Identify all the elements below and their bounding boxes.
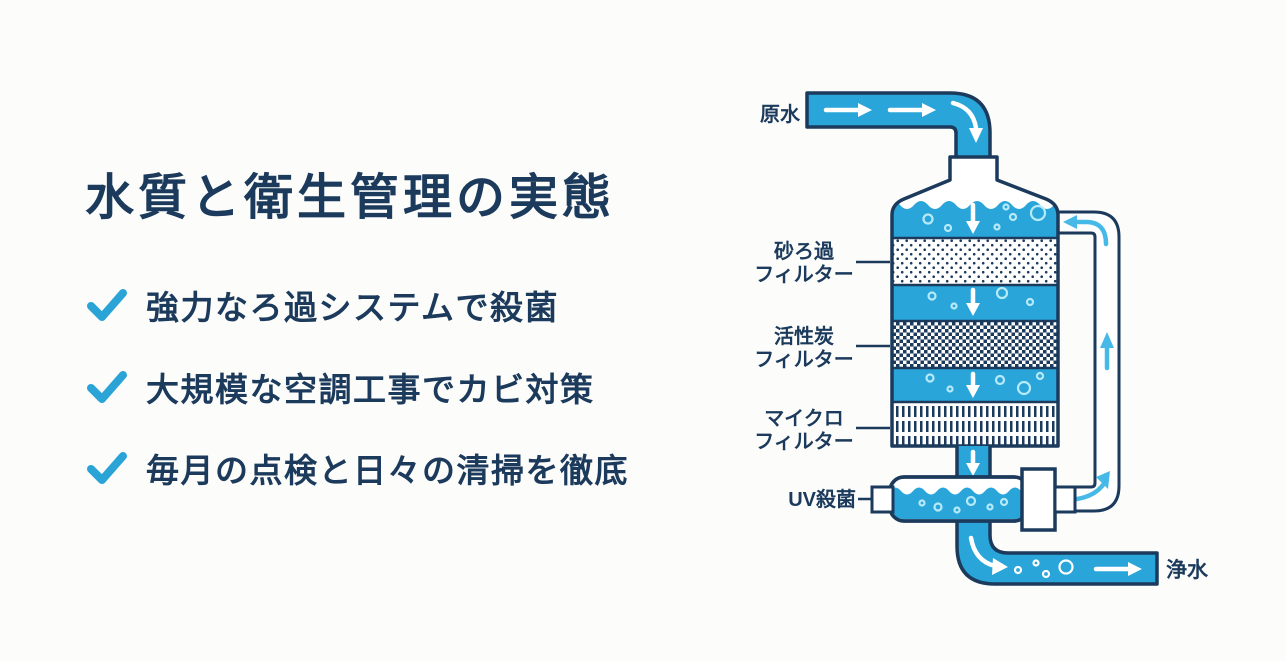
check-icon bbox=[87, 371, 127, 403]
bullet-label: 強力なろ過システムで殺菌 bbox=[146, 289, 560, 326]
carbon-filter-layer bbox=[892, 321, 1058, 368]
downflow-arrows bbox=[966, 202, 980, 398]
inlet-flow-arrows bbox=[823, 100, 983, 143]
diagram-labels: 原水 砂ろ過 フィルター 活性炭 フィルター マイクロ フィルター UV殺菌 浄… bbox=[754, 103, 1209, 582]
bullet-item-filtration: 強力なろ過システムで殺菌 bbox=[87, 281, 559, 329]
label-micro-filter-line2: フィルター bbox=[754, 430, 854, 453]
bubbles bbox=[922, 203, 1047, 396]
layer-separators bbox=[892, 236, 1058, 404]
outlet-bubbles bbox=[1013, 559, 1074, 579]
raw-water-inlet-pipe bbox=[805, 91, 992, 162]
uv-right-connector bbox=[1020, 467, 1057, 532]
uv-left-connector bbox=[870, 485, 895, 514]
filtration-tank bbox=[890, 155, 1060, 448]
label-sand-filter-line1: 砂ろ過 bbox=[774, 240, 835, 263]
check-icon bbox=[87, 289, 127, 321]
label-carbon-filter-line1: 活性炭 bbox=[774, 325, 834, 348]
micro-filter-layer bbox=[892, 402, 1058, 446]
label-uv: UV殺菌 bbox=[788, 487, 856, 511]
uv-bubbles bbox=[918, 495, 1009, 514]
outlet-flow-arrows bbox=[968, 535, 1142, 576]
water-filtration-diagram: 原水 砂ろ過 フィルター 活性炭 フィルター マイクロ フィルター UV殺菌 浄… bbox=[754, 91, 1209, 586]
label-sand-filter-line2: フィルター bbox=[754, 263, 854, 286]
sand-filter-layer bbox=[892, 238, 1058, 285]
recirculation-pipe bbox=[1056, 210, 1121, 513]
clean-water-outlet-pipe bbox=[955, 508, 1159, 586]
bullet-label: 大規模な空調工事でカビ対策 bbox=[146, 371, 595, 408]
label-micro-filter-line1: マイクロ bbox=[764, 407, 844, 430]
bullet-item-cleaning: 毎月の点検と日々の清掃を徹底 bbox=[87, 444, 629, 492]
label-carbon-filter-line2: フィルター bbox=[754, 348, 854, 371]
uv-sterilizer-unit bbox=[870, 467, 1077, 532]
uv-right-stub bbox=[1053, 485, 1077, 514]
water-layer-top bbox=[892, 201, 1058, 238]
bullet-label: 毎月の点検と日々の清掃を徹底 bbox=[146, 452, 629, 489]
page-title: 水質と衛生管理の実態 bbox=[85, 171, 616, 225]
bullet-item-aircon: 大規模な空調工事でカビ対策 bbox=[87, 363, 595, 411]
check-icon bbox=[87, 452, 127, 484]
label-clean-water: 浄水 bbox=[1166, 558, 1209, 582]
label-raw-water: 原水 bbox=[760, 103, 801, 126]
